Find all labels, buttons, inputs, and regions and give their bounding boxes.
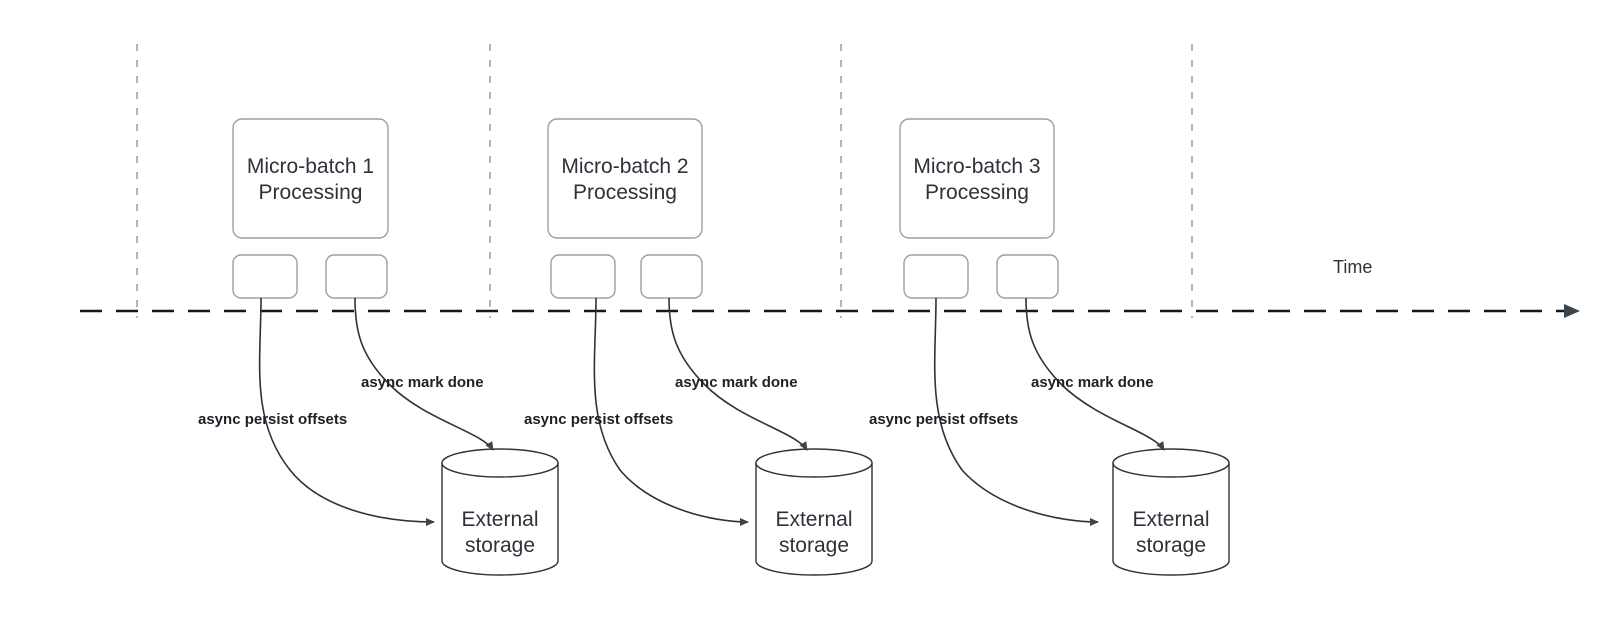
async-mark-done-connector — [668, 297, 808, 451]
external-storage-cylinder-top — [755, 448, 873, 478]
async-persist-offsets-connector — [258, 297, 435, 526]
external-storage-label-line2: storage — [465, 534, 535, 557]
batch-boundary-lines — [136, 44, 1193, 318]
external-storage-label-line1: External — [1132, 508, 1209, 531]
async-mark-done-label: async mark done — [361, 374, 484, 391]
offset-commit-slot-2b[interactable] — [640, 254, 703, 299]
external-storage-cylinder-body[interactable] — [441, 462, 559, 576]
async-persist-offsets-label: async persist offsets — [198, 411, 347, 428]
async-mark-done-connector — [354, 297, 494, 451]
offset-commit-slot-3b[interactable] — [996, 254, 1059, 299]
async-persist-offsets-label: async persist offsets — [869, 411, 1018, 428]
external-storage-label-line1: External — [775, 508, 852, 531]
micro-batch-box-subtitle: Processing — [925, 181, 1029, 204]
async-persist-offsets-connector — [933, 297, 1099, 526]
async-persist-offsets-connector — [593, 297, 749, 526]
external-storage-cylinder-top — [1112, 448, 1230, 478]
micro-batch-processing-box[interactable] — [232, 118, 389, 239]
external-storage-label-line1: External — [461, 508, 538, 531]
external-storage-cylinder-body[interactable] — [755, 462, 873, 576]
micro-batch-box-title: Micro-batch 1 — [247, 155, 374, 178]
micro-batch-box-title: Micro-batch 2 — [561, 155, 688, 178]
time-axis-arrowhead — [1564, 304, 1580, 318]
micro-batch-processing-box[interactable] — [899, 118, 1055, 239]
async-persist-offsets-label: async persist offsets — [524, 411, 673, 428]
async-mark-done-label: async mark done — [675, 374, 798, 391]
async-mark-done-label: async mark done — [1031, 374, 1154, 391]
external-storage-label-line2: storage — [1136, 534, 1206, 557]
offset-commit-slot-2a[interactable] — [550, 254, 616, 299]
time-axis-label: Time — [1333, 257, 1372, 277]
offset-commit-slot-1b[interactable] — [325, 254, 388, 299]
micro-batch-box-subtitle: Processing — [573, 181, 677, 204]
micro-batch-box-subtitle: Processing — [259, 181, 363, 204]
offset-commit-slot-1a[interactable] — [232, 254, 298, 299]
micro-batch-processing-box[interactable] — [547, 118, 703, 239]
external-storage-label-line2: storage — [779, 534, 849, 557]
external-storage-cylinder-body[interactable] — [1112, 462, 1230, 576]
micro-batch-box-title: Micro-batch 3 — [913, 155, 1040, 178]
offset-commit-slot-3a[interactable] — [903, 254, 969, 299]
async-mark-done-connector — [1025, 297, 1165, 451]
external-storage-cylinder-top — [441, 448, 559, 478]
time-axis: Time — [80, 257, 1580, 318]
